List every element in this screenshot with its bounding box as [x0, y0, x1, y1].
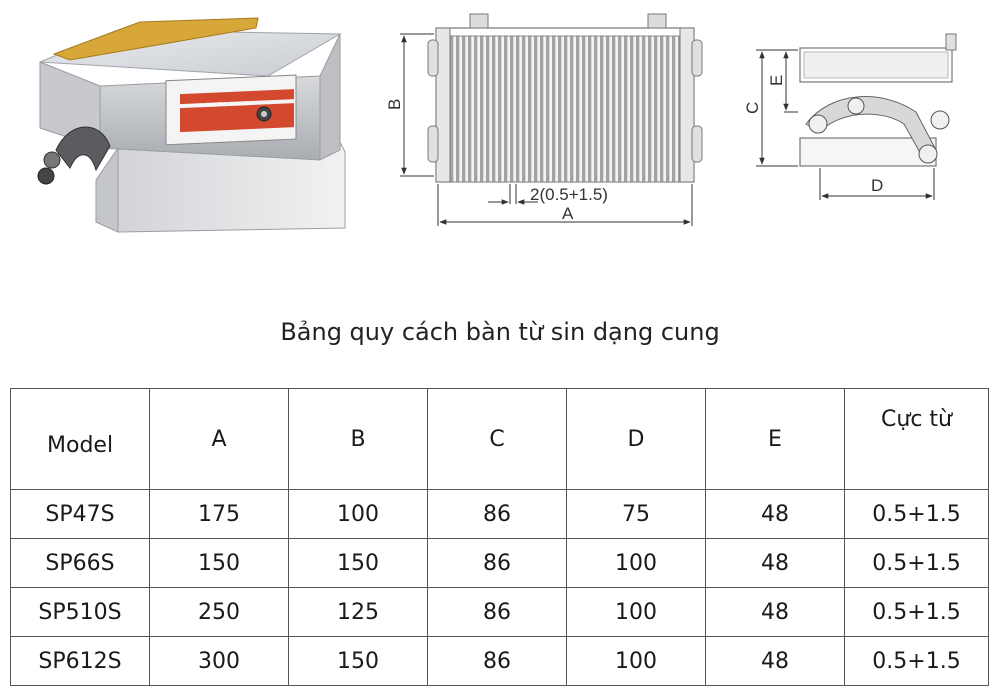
dim-label-b: B	[385, 99, 404, 110]
cell-b: 150	[288, 636, 428, 686]
brass-strip	[52, 17, 259, 61]
header-c: C	[427, 388, 567, 490]
header-d: D	[566, 388, 706, 490]
table-row: SP612S 300 150 86 100 48 0.5+1.5	[10, 636, 989, 686]
name-plate: MAGNETIC CHECK	[165, 74, 297, 146]
spec-table: Model A B C D E Cực từ SP47S 175 100 86 …	[10, 388, 989, 686]
cell-a: 300	[149, 636, 289, 686]
name-plate-text: MAGNETIC CHECK	[196, 101, 250, 109]
table-row: SP47S 175 100 86 75 48 0.5+1.5	[10, 489, 989, 539]
header-pole: Cực từ	[844, 388, 989, 490]
cell-c: 86	[427, 538, 567, 588]
cell-e: 48	[705, 636, 845, 686]
table-header-row: Model A B C D E Cực từ	[10, 388, 989, 490]
cell-d: 100	[566, 587, 706, 637]
header-a: A	[149, 388, 289, 490]
header-e: E	[705, 388, 845, 490]
table-row: SP66S 150 150 86 100 48 0.5+1.5	[10, 538, 989, 588]
figures-area: MAGNETIC CHECK B A	[37, 13, 957, 233]
product-photo: MAGNETIC CHECK	[37, 17, 346, 233]
header-b: B	[288, 388, 428, 490]
dim-label-pitch: 2(0.5+1.5)	[530, 185, 608, 204]
dim-label-c: C	[743, 102, 762, 114]
table-row: SP510S 250 125 86 100 48 0.5+1.5	[10, 587, 989, 637]
cell-model: SP47S	[10, 489, 150, 539]
cell-d: 100	[566, 636, 706, 686]
table-caption: Bảng quy cách bàn từ sin dạng cung	[280, 318, 720, 346]
cell-a: 150	[149, 538, 289, 588]
cell-model: SP612S	[10, 636, 150, 686]
cell-d: 100	[566, 538, 706, 588]
cell-pole: 0.5+1.5	[844, 636, 989, 686]
cell-c: 86	[427, 636, 567, 686]
dim-label-e: E	[767, 75, 786, 86]
dim-label-a: A	[562, 204, 574, 223]
cell-d: 75	[566, 489, 706, 539]
cell-e: 48	[705, 489, 845, 539]
header-model: Model	[10, 388, 150, 490]
cell-pole: 0.5+1.5	[844, 489, 989, 539]
cell-b: 125	[288, 587, 428, 637]
cell-pole: 0.5+1.5	[844, 538, 989, 588]
cell-a: 250	[149, 587, 289, 637]
cell-b: 150	[288, 538, 428, 588]
cell-model: SP510S	[10, 587, 150, 637]
hinge-mechanism	[37, 126, 111, 185]
cell-model: SP66S	[10, 538, 150, 588]
top-view-drawing: B A 2(0.5+1.5)	[385, 13, 703, 226]
cell-a: 175	[149, 489, 289, 539]
cell-e: 48	[705, 538, 845, 588]
dim-label-d: D	[871, 176, 883, 195]
side-view-drawing: C E D	[743, 33, 957, 200]
cell-e: 48	[705, 587, 845, 637]
cell-c: 86	[427, 587, 567, 637]
cell-c: 86	[427, 489, 567, 539]
cell-pole: 0.5+1.5	[844, 587, 989, 637]
cell-b: 100	[288, 489, 428, 539]
